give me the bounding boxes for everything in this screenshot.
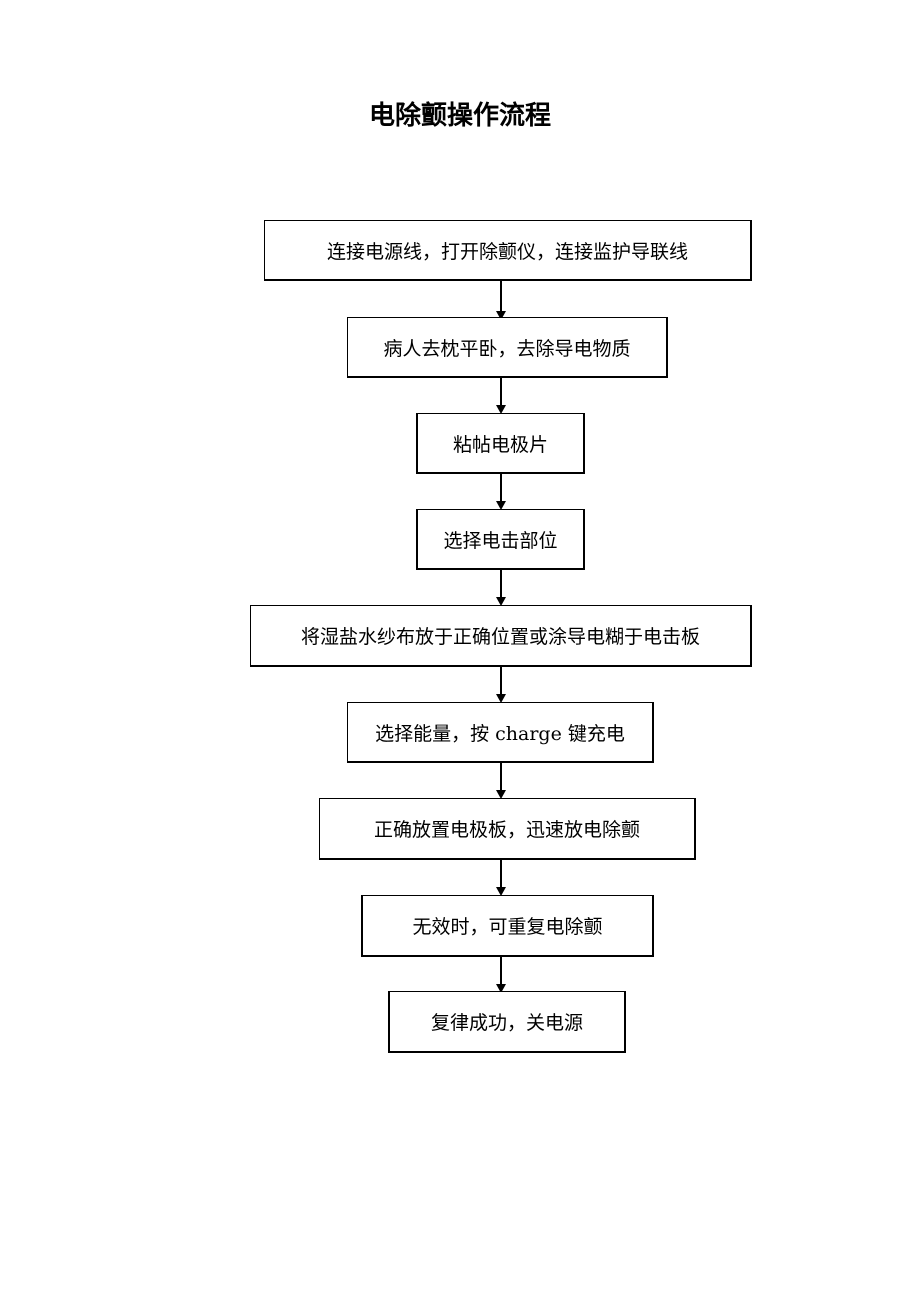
flow-step-apply-gel: 将湿盐水纱布放于正确位置或涂导电糊于电击板 [250,605,752,667]
flow-arrow [493,763,509,799]
flow-step-select-site: 选择电击部位 [416,509,585,570]
page-title: 电除颤操作流程 [368,101,551,131]
flow-step-position-patient: 病人去枕平卧，去除导电物质 [347,317,668,378]
flow-arrow [493,667,509,703]
flow-step-repeat: 无效时，可重复电除颤 [361,895,654,957]
flow-arrow [493,474,509,510]
flow-step-charge: 选择能量，按 charge 键充电 [347,702,654,763]
flow-step-discharge: 正确放置电极板，迅速放电除颤 [319,798,696,860]
flow-arrow [493,570,509,606]
flow-arrow [493,860,509,896]
flow-step-attach-electrodes: 粘帖电极片 [416,413,585,474]
flow-arrow [493,957,509,993]
flow-step-connect-power: 连接电源线，打开除颤仪，连接监护导联线 [264,220,752,281]
flow-arrow [493,281,509,320]
flow-arrow [493,378,509,414]
flow-step-power-off: 复律成功，关电源 [388,991,626,1053]
